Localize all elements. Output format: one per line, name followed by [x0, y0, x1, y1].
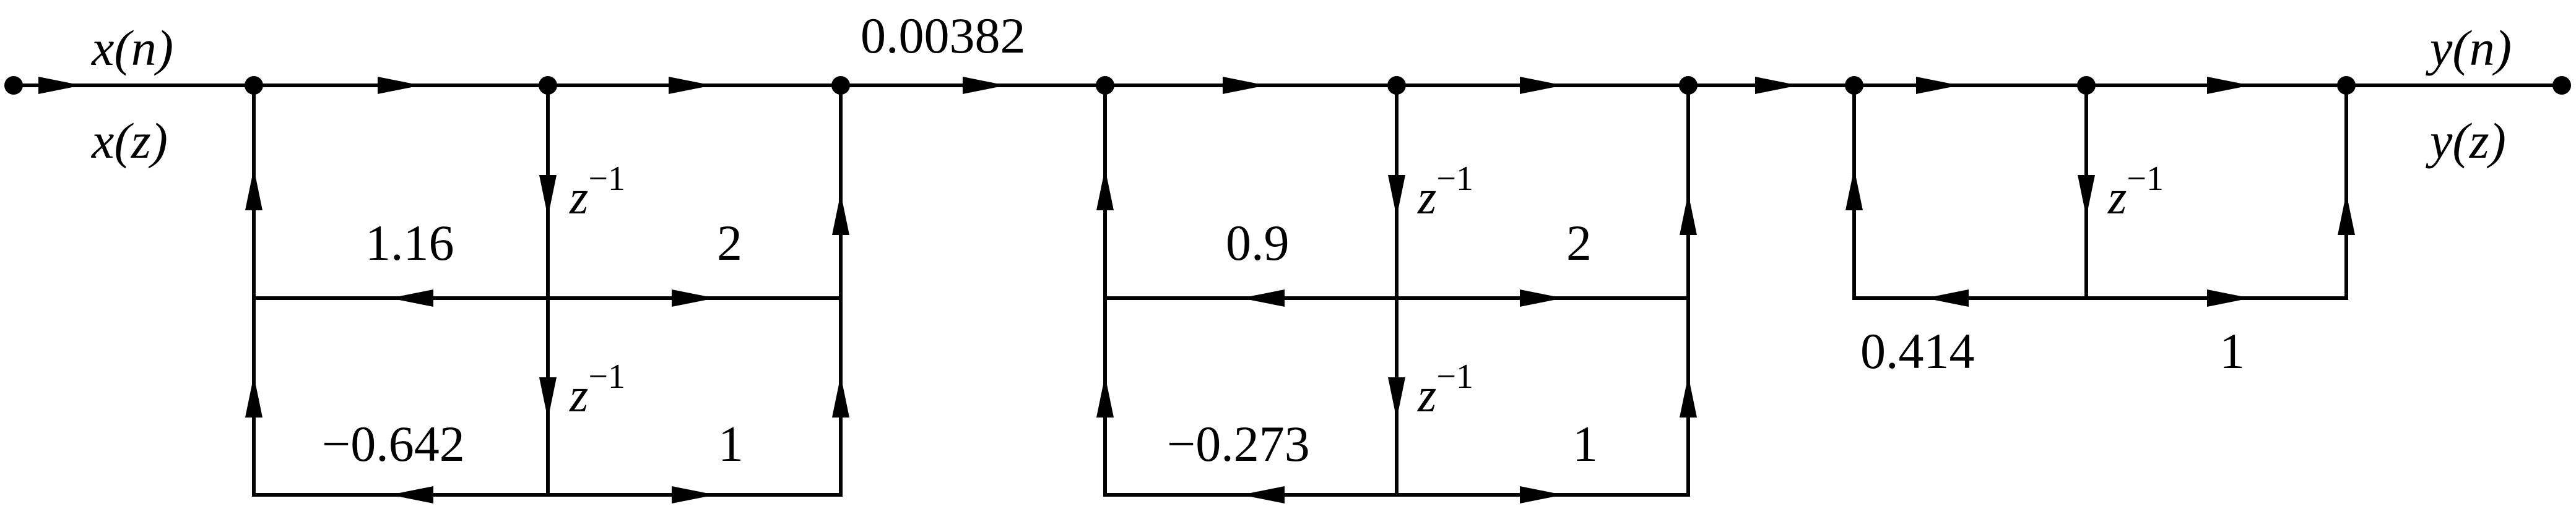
arrow-up-icon	[1845, 168, 1863, 210]
nodes	[4, 76, 2571, 95]
output-node	[2552, 76, 2571, 95]
arrow-up-icon	[1680, 375, 1697, 418]
s2-feedforward-coef-1: 2	[1566, 215, 1592, 271]
s1-feedforward-coef-1: 2	[717, 215, 742, 271]
branch-node	[539, 76, 557, 95]
input-time-label: x(n)	[91, 20, 173, 76]
gain-label: 0.00382	[861, 7, 1026, 64]
branch-node	[2337, 76, 2356, 95]
delay-label: z−1	[1417, 160, 1473, 224]
arrow-right-icon	[672, 289, 715, 307]
s1-feedforward-coef-2: 1	[718, 416, 744, 472]
arrow-right-icon	[1520, 77, 1563, 94]
input-z-label: x(z)	[91, 113, 168, 169]
arrow-left-icon	[390, 289, 433, 307]
arrow-down-icon	[539, 175, 557, 217]
s3-feedforward-coef-1: 1	[2219, 323, 2245, 379]
arrow-right-icon	[378, 77, 421, 94]
branch-node	[1096, 76, 1114, 95]
arrow-right-icon	[963, 77, 1006, 94]
delay-label: z−1	[569, 358, 625, 422]
s2-feedback-coef-1: 0.9	[1226, 215, 1290, 271]
input-node	[4, 76, 23, 95]
arrow-right-icon	[1223, 77, 1266, 94]
delay-label: z−1	[569, 160, 625, 224]
arrow-left-icon	[1241, 289, 1285, 307]
arrows	[38, 77, 2355, 503]
arrow-down-icon	[539, 377, 557, 419]
output-z-label: y(z)	[2426, 113, 2506, 169]
output-time-label: y(n)	[2426, 20, 2512, 76]
branch-node	[2077, 76, 2096, 95]
arrow-left-icon	[390, 486, 433, 503]
arrow-up-icon	[2338, 193, 2355, 235]
arrow-right-icon	[669, 77, 712, 94]
branch-node	[245, 76, 263, 95]
arrow-down-icon	[1388, 377, 1405, 419]
s1-feedback-coef-2: −0.642	[322, 416, 465, 472]
branch-node	[1679, 76, 1698, 95]
branch-node	[831, 76, 850, 95]
delay-label: z−1	[1417, 358, 1473, 422]
arrow-left-icon	[1925, 289, 1969, 307]
arrow-up-icon	[832, 375, 849, 418]
arrow-right-icon	[2207, 77, 2250, 94]
branch-node	[1387, 76, 1406, 95]
arrow-right-icon	[672, 486, 715, 503]
arrow-up-icon	[1096, 168, 1114, 210]
s1-feedback-coef-1: 1.16	[365, 215, 454, 271]
arrow-up-icon	[245, 375, 262, 418]
arrow-right-icon	[1755, 77, 1798, 94]
arrow-up-icon	[1096, 375, 1114, 418]
arrow-right-icon	[1520, 289, 1563, 307]
s2-feedback-coef-2: −0.273	[1167, 416, 1310, 472]
branch-node	[1845, 76, 1863, 95]
arrow-left-icon	[1241, 486, 1285, 503]
arrow-down-icon	[2078, 175, 2095, 217]
delay-label: z−1	[2107, 160, 2164, 224]
arrow-up-icon	[1680, 193, 1697, 235]
arrow-up-icon	[245, 168, 262, 210]
s3-feedback-coef-1: 0.414	[1860, 323, 1975, 379]
arrow-right-icon	[1520, 486, 1563, 503]
arrow-down-icon	[1388, 175, 1405, 217]
arrow-right-icon	[38, 77, 82, 94]
arrow-right-icon	[2207, 289, 2250, 307]
arrow-right-icon	[1916, 77, 1959, 94]
arrow-up-icon	[832, 193, 849, 235]
s2-feedforward-coef-2: 1	[1572, 416, 1598, 472]
